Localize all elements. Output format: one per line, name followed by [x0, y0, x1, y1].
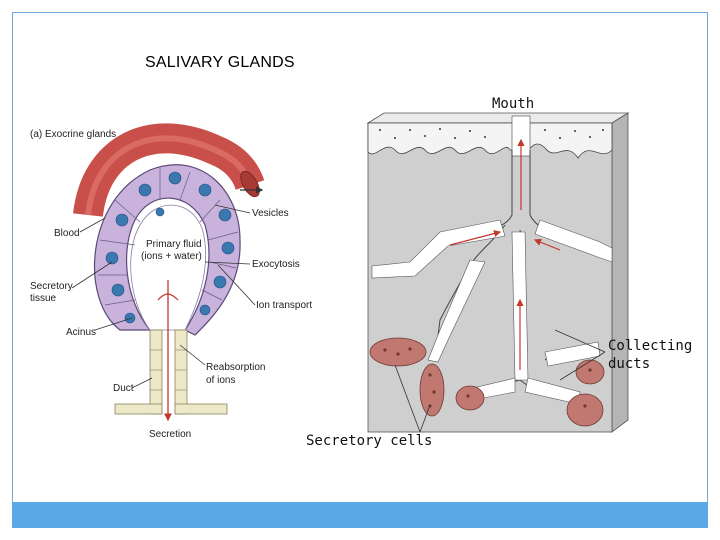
block-leader-lines [394, 329, 606, 433]
secretory-cell-borders [98, 168, 239, 306]
duct-base-right [174, 403, 228, 415]
figure-a-heading: (a) Exocrine glands [30, 129, 117, 140]
label-acinus: Acinus [66, 327, 97, 338]
label-primary-fluid-2: (ions + water) [141, 251, 202, 262]
label-vesicles: Vesicles [252, 208, 289, 219]
label-duct: Duct [113, 383, 134, 394]
label-secretion: Secretion [149, 429, 192, 440]
label-secretory-tissue-2: tissue [30, 293, 57, 304]
flow-arrows [449, 138, 561, 370]
block-front-face [367, 122, 613, 433]
epithelium-dots [379, 128, 604, 139]
label-primary-fluid-1: Primary fluid [146, 239, 202, 250]
label-ion-transport: Ion transport [256, 300, 313, 311]
block-top-face [366, 112, 630, 124]
acinus-lumen [130, 204, 207, 331]
label-secretory-tissue-1: Secretory [30, 281, 73, 292]
label-mouth: Mouth [492, 96, 535, 112]
slide-title: SALIVARY GLANDS [145, 54, 295, 71]
label-exocytosis: Exocytosis [252, 259, 300, 270]
label-secretory-cells: Secretory cells [306, 433, 433, 449]
block-side-face [611, 112, 629, 433]
slide-footer-bar [12, 502, 708, 528]
label-reabsorption-2: of ions [206, 375, 236, 386]
oral-epithelium [367, 122, 613, 159]
leader-lines [71, 204, 256, 389]
acini-nuclei [383, 347, 592, 408]
label-blood: Blood [54, 228, 80, 239]
label-collecting-ducts-1: Collecting [608, 338, 693, 354]
acinus-flow-arrow [157, 293, 179, 301]
duct-base-left [114, 403, 163, 415]
duct-cell-lines [150, 349, 187, 391]
secretory-cell-nuclei [105, 171, 235, 324]
label-reabsorption-1: Reabsorption [206, 362, 266, 373]
acinus-tissue [93, 164, 241, 336]
label-collecting-ducts-2: ducts [608, 356, 651, 372]
